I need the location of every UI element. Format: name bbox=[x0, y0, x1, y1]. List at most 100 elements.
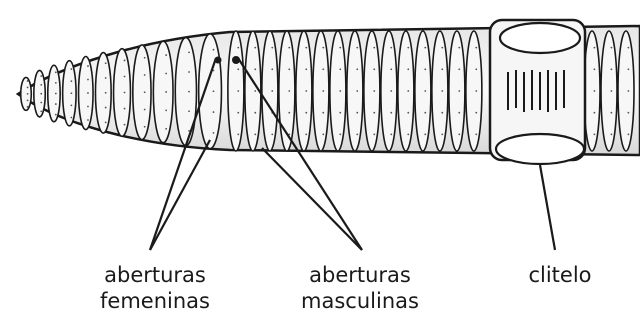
segment bbox=[133, 45, 151, 140]
segment bbox=[63, 61, 76, 126]
seta-dot bbox=[407, 68, 409, 70]
seta-dot bbox=[407, 134, 409, 136]
seta-dot bbox=[70, 92, 72, 94]
seta-dot bbox=[105, 62, 107, 64]
seta-dot bbox=[305, 47, 307, 49]
segment bbox=[449, 31, 465, 151]
seta-dot bbox=[105, 92, 107, 94]
seta-dot bbox=[322, 47, 324, 49]
seta-dot bbox=[611, 112, 613, 114]
seta-dot bbox=[87, 119, 89, 121]
seta-dot bbox=[105, 107, 107, 109]
seta-dot bbox=[254, 112, 256, 114]
label-male-line1: aberturas bbox=[275, 262, 445, 288]
seta-dot bbox=[87, 65, 89, 67]
segment bbox=[618, 31, 634, 151]
seta-dot bbox=[27, 80, 29, 82]
seta-dot bbox=[628, 134, 630, 136]
seta-dot bbox=[407, 112, 409, 114]
seta-dot bbox=[390, 68, 392, 70]
label-female-openings: aberturas femeninas bbox=[70, 262, 240, 314]
seta-dot bbox=[213, 111, 215, 113]
seta-dot bbox=[271, 90, 273, 92]
label-female-line2: femeninas bbox=[70, 288, 240, 314]
seta-dot bbox=[254, 47, 256, 49]
seta-dot bbox=[322, 68, 324, 70]
seta-dot bbox=[458, 90, 460, 92]
seta-dot bbox=[611, 47, 613, 49]
seta-dot bbox=[165, 109, 167, 111]
seta-dot bbox=[305, 134, 307, 136]
seta-dot bbox=[339, 47, 341, 49]
seta-dot bbox=[237, 90, 239, 92]
seta-dot bbox=[87, 79, 89, 81]
segment bbox=[175, 38, 196, 146]
seta-dot bbox=[475, 68, 477, 70]
seta-dot bbox=[254, 90, 256, 92]
seta-dot bbox=[424, 68, 426, 70]
seta-dot bbox=[407, 90, 409, 92]
seta-dot bbox=[322, 134, 324, 136]
seta-dot bbox=[390, 47, 392, 49]
seta-dot bbox=[124, 60, 126, 62]
segment bbox=[584, 31, 600, 151]
label-female-line1: aberturas bbox=[70, 262, 240, 288]
seta-dot bbox=[611, 134, 613, 136]
seta-dot bbox=[322, 112, 324, 114]
segment bbox=[262, 31, 278, 151]
seta-dot bbox=[27, 99, 29, 101]
seta-dot bbox=[144, 91, 146, 93]
seta-dot bbox=[70, 68, 72, 70]
seta-dot bbox=[594, 68, 596, 70]
segment bbox=[296, 31, 312, 151]
seta-dot bbox=[373, 112, 375, 114]
seta-dot bbox=[165, 128, 167, 130]
seta-dot bbox=[237, 112, 239, 114]
seta-dot bbox=[288, 68, 290, 70]
seta-dot bbox=[475, 90, 477, 92]
seta-dot bbox=[254, 68, 256, 70]
seta-dot bbox=[339, 90, 341, 92]
seta-dot bbox=[165, 73, 167, 75]
seta-dot bbox=[213, 90, 215, 92]
segment bbox=[432, 31, 448, 151]
seta-dot bbox=[594, 112, 596, 114]
label-male-line2: masculinas bbox=[275, 288, 445, 314]
segment bbox=[153, 41, 173, 142]
seta-dot bbox=[87, 92, 89, 94]
seta-dot bbox=[55, 93, 57, 95]
seta-dot bbox=[124, 92, 126, 94]
segment bbox=[48, 65, 60, 121]
seta-dot bbox=[594, 90, 596, 92]
seta-dot bbox=[441, 112, 443, 114]
seta-dot bbox=[40, 110, 42, 112]
segment bbox=[79, 57, 94, 130]
seta-dot bbox=[213, 49, 215, 51]
seta-dot bbox=[87, 106, 89, 108]
segment bbox=[21, 77, 32, 110]
seta-dot bbox=[40, 102, 42, 104]
seta-dot bbox=[55, 114, 57, 116]
seta-dot bbox=[611, 90, 613, 92]
seta-dot bbox=[424, 90, 426, 92]
segment bbox=[466, 31, 482, 151]
seta-dot bbox=[356, 90, 358, 92]
seta-dot bbox=[390, 90, 392, 92]
seta-dot bbox=[27, 93, 29, 95]
seta-dot bbox=[458, 134, 460, 136]
seta-dot bbox=[288, 47, 290, 49]
segment bbox=[199, 34, 222, 149]
seta-dot bbox=[305, 112, 307, 114]
seta-dot bbox=[271, 47, 273, 49]
seta-dot bbox=[70, 104, 72, 106]
seta-dot bbox=[356, 134, 358, 136]
seta-dot bbox=[628, 112, 630, 114]
seta-dot bbox=[458, 112, 460, 114]
seta-dot bbox=[390, 134, 392, 136]
seta-dot bbox=[407, 47, 409, 49]
segment bbox=[34, 70, 45, 116]
seta-dot bbox=[144, 74, 146, 76]
seta-dot bbox=[124, 108, 126, 110]
seta-dot bbox=[339, 112, 341, 114]
clitellum bbox=[490, 20, 585, 164]
